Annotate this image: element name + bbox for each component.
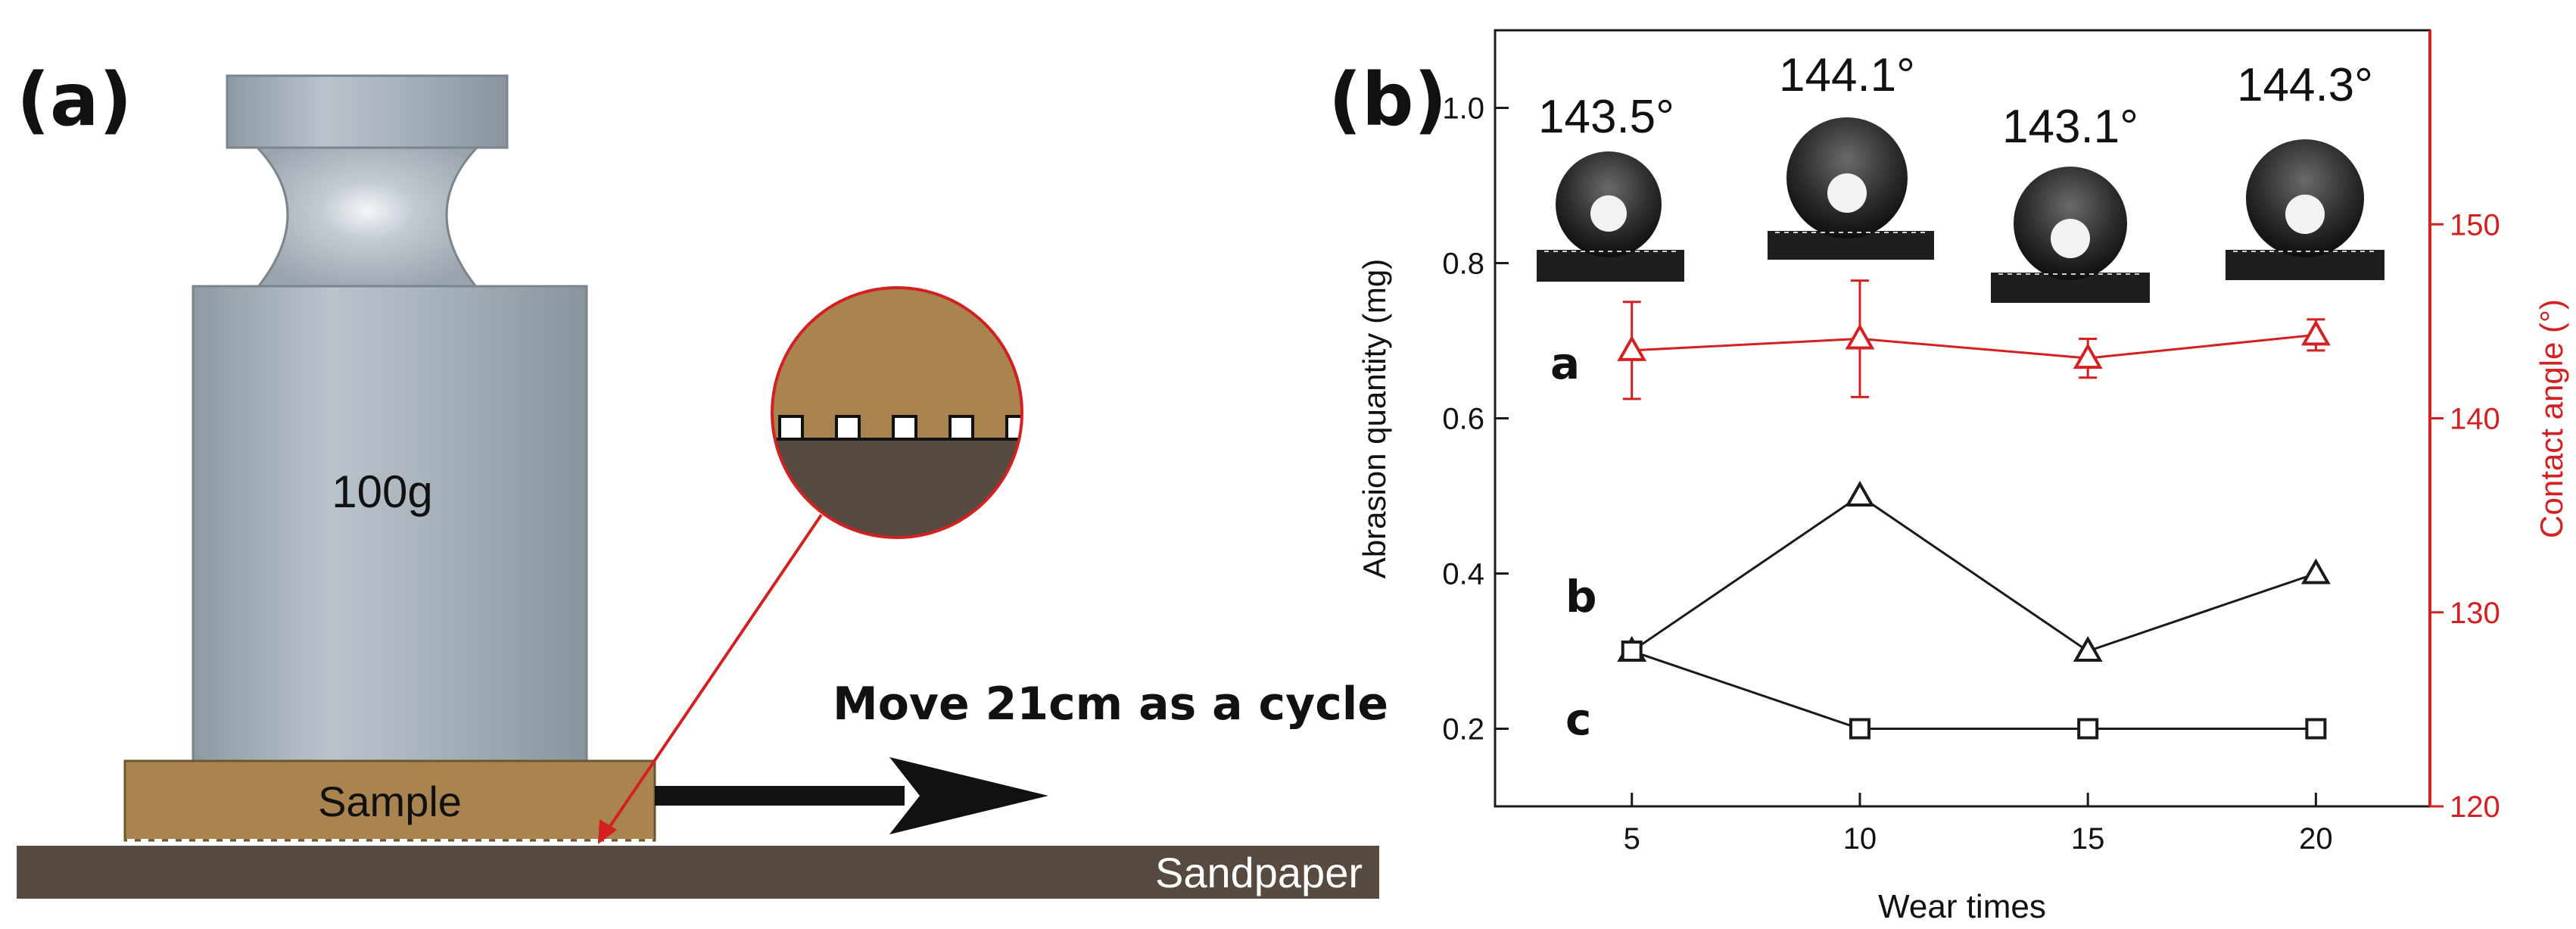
zoom-inset <box>598 286 1023 844</box>
sandpaper <box>17 846 1379 899</box>
x-tick-label-1: 10 <box>1843 822 1877 856</box>
contact-angle-label-1: 143.5° <box>1538 91 1674 143</box>
right-tick-label-0: 120 <box>2450 790 2500 824</box>
left-tick-label-1: 0.4 <box>1442 558 1484 591</box>
droplet-image-3 <box>1991 167 2150 303</box>
series-b-point-2 <box>2073 635 2103 662</box>
series-c-point-2 <box>2077 718 2099 740</box>
series-a-point-0 <box>1617 335 1647 361</box>
series-layer <box>1617 279 2331 740</box>
motion-label: Move 21cm as a cycle <box>833 678 1388 731</box>
series-label-c: c <box>1565 694 1591 745</box>
left-axis-label: Abrasion quantity (mg) <box>1357 259 1392 579</box>
right-axis: 120 130 140 150 <box>2430 208 2500 824</box>
series-a-point-2 <box>2073 343 2103 369</box>
series-b-line <box>1631 494 2316 653</box>
series-a-point-3 <box>2300 320 2331 346</box>
series-a-line <box>1631 333 2316 360</box>
weight-label: 100g <box>332 466 432 517</box>
x-axis: 5 10 15 20 <box>1624 793 2333 856</box>
panel-a: (a) 100g Sandpaper Sample Move 21cm as a… <box>17 58 1388 899</box>
x-tick-label-3: 20 <box>2299 822 2333 856</box>
contact-angle-label-3: 143.1° <box>2002 101 2138 153</box>
right-axis-label: Contact angle (°) <box>2534 299 2569 538</box>
series-b-point-1 <box>1845 480 1875 507</box>
contact-angle-label-2: 144.1° <box>1779 49 1915 101</box>
left-tick-label-2: 0.6 <box>1442 403 1484 436</box>
calibration-weight: 100g <box>192 74 588 765</box>
panel-b-chart: (b) 0.2 0.4 0.6 0.8 1.0 120 130 140 150 5 10 15 20… <box>1328 29 2569 925</box>
right-tick-label-2: 140 <box>2450 403 2500 436</box>
sample-block <box>123 759 656 842</box>
left-tick-label-3: 0.8 <box>1442 248 1484 281</box>
weight-cap <box>226 74 509 149</box>
series-a-point-1 <box>1845 323 1875 350</box>
x-tick-label-0: 5 <box>1624 822 1640 856</box>
weight-body <box>192 285 588 765</box>
droplet-image-2 <box>1768 117 1934 260</box>
droplet-image-4 <box>2226 139 2384 280</box>
contact-angle-label-4: 144.3° <box>2237 59 2373 111</box>
series-c-line <box>1631 650 2316 730</box>
motion-arrow <box>655 757 1048 834</box>
x-axis-label: Wear times <box>1878 888 2046 925</box>
left-tick-label-0: 0.2 <box>1442 713 1484 747</box>
right-tick-label-1: 130 <box>2450 597 2500 630</box>
sample-label: Sample <box>318 778 462 825</box>
panel-a-label: (a) <box>17 58 132 142</box>
droplet-images <box>1537 117 2384 303</box>
panel-b-label: (b) <box>1328 58 1447 142</box>
series-c-point-1 <box>1849 718 1870 740</box>
left-axis: 0.2 0.4 0.6 0.8 1.0 <box>1442 92 1509 747</box>
sandpaper-label: Sandpaper <box>1155 849 1363 896</box>
weight-neck <box>254 146 480 289</box>
series-label-b: b <box>1565 571 1597 622</box>
right-tick-label-3: 150 <box>2450 208 2500 242</box>
x-tick-label-2: 15 <box>2071 822 2105 856</box>
series-c-point-3 <box>2305 718 2327 740</box>
series-label-a: a <box>1550 338 1580 389</box>
zoom-pointer-line <box>604 513 823 834</box>
left-tick-label-4: 1.0 <box>1442 92 1484 126</box>
droplet-image-1 <box>1537 151 1684 282</box>
zoom-pointer-head <box>598 819 617 844</box>
series-b-point-3 <box>2300 558 2331 585</box>
series-c-point-0 <box>1621 641 1643 662</box>
